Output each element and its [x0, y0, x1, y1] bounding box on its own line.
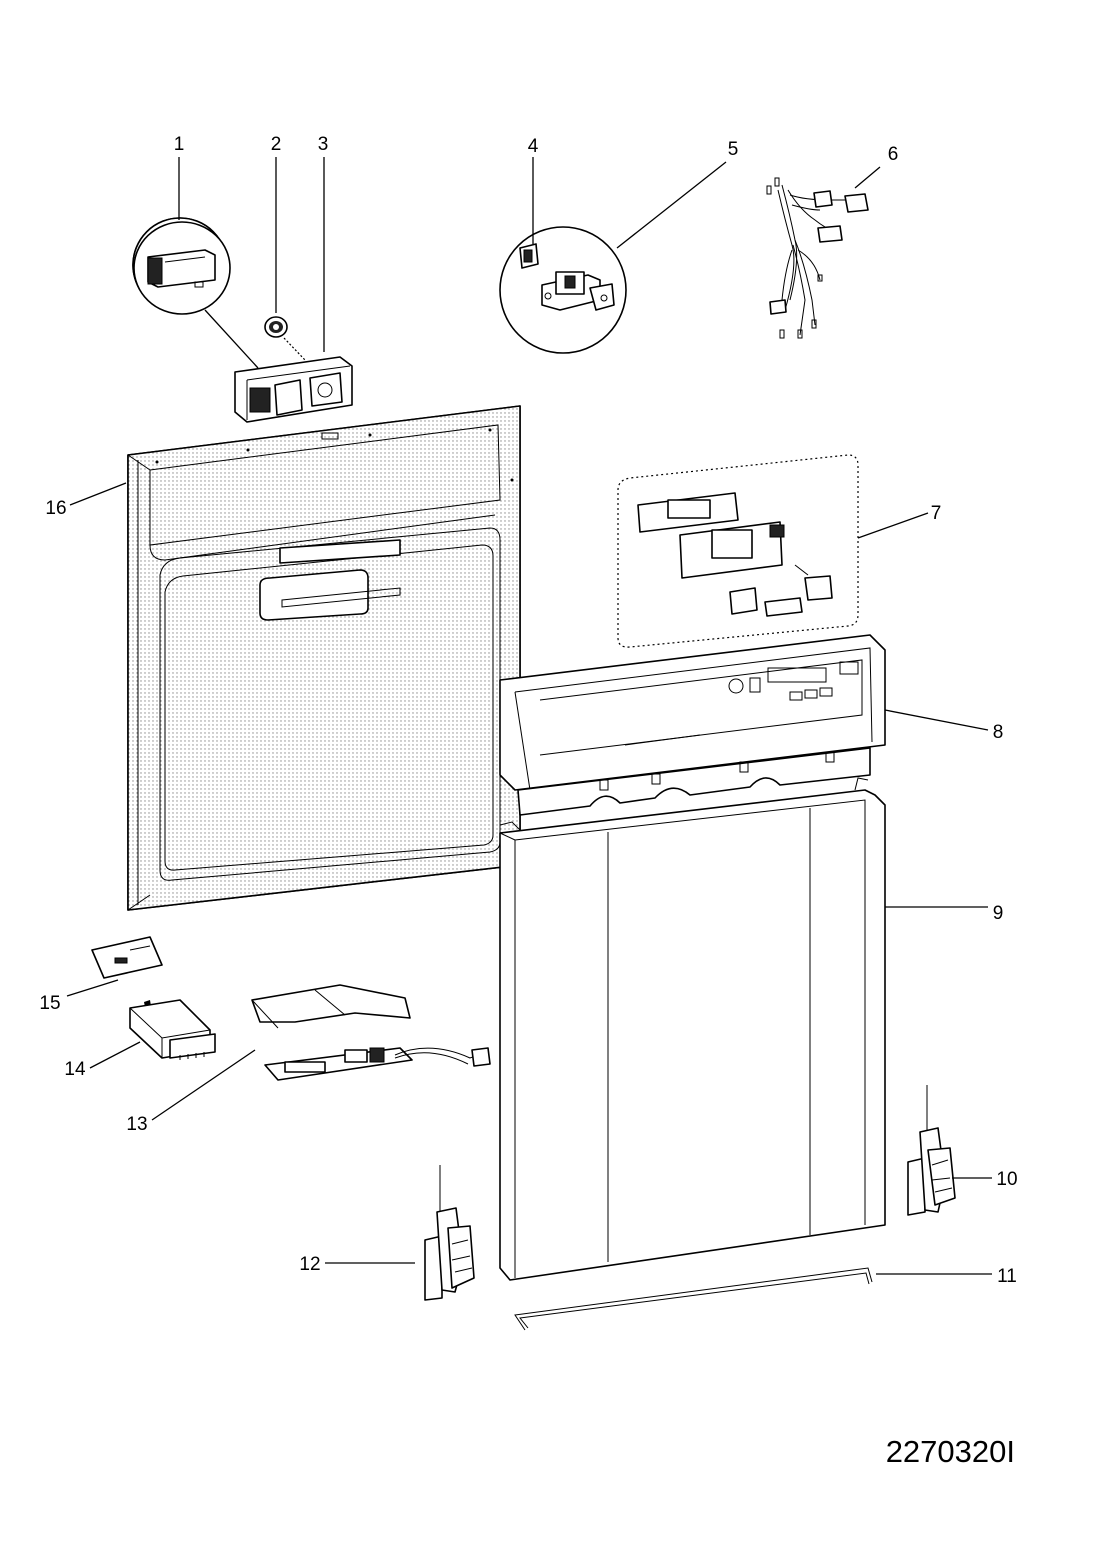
callout-13: 13	[126, 1114, 147, 1135]
callout-6: 6	[888, 144, 899, 165]
part-1-dispenser-cover-detail	[132, 217, 231, 315]
part-13-board-and-cover	[251, 984, 491, 1081]
callout-16: 16	[45, 498, 66, 519]
part-3-dispenser-unit	[234, 356, 353, 423]
part-6-wiring-harness	[766, 177, 869, 339]
callout-11: 11	[997, 1266, 1017, 1287]
part-8-control-panel-fascia	[499, 634, 886, 816]
part-16-inner-door-panel	[127, 405, 521, 911]
part-2-round-seal	[264, 316, 306, 361]
callout-1: 1	[174, 134, 185, 155]
callout-4: 4	[528, 136, 539, 157]
callout-3: 3	[318, 134, 329, 155]
part-14-electronic-module	[129, 999, 216, 1060]
callout-15: 15	[39, 993, 60, 1014]
part-5-door-lock-detail	[499, 226, 627, 354]
callout-5: 5	[728, 139, 739, 160]
part-12-hinge-left	[424, 1165, 475, 1301]
callout-2: 2	[271, 134, 282, 155]
part-4-latch	[519, 243, 539, 269]
callout-9: 9	[993, 903, 1004, 924]
callout-labels: 1 2 3 4 5 6 7 8 9 10 11 12 13 14 15 16	[39, 134, 1017, 1287]
part-11-rod	[514, 1267, 873, 1331]
leader-lines	[66, 157, 992, 1275]
diagram-code: 2270320I	[886, 1434, 1015, 1469]
callout-10: 10	[996, 1169, 1017, 1190]
part-9-outer-door-panel	[499, 777, 886, 1281]
callout-8: 8	[993, 722, 1004, 743]
part-7-control-module-group	[617, 454, 859, 648]
callout-12: 12	[299, 1254, 320, 1275]
callout-14: 14	[64, 1059, 86, 1080]
callout-7: 7	[931, 503, 942, 524]
part-10-hinge-right	[907, 1085, 956, 1216]
